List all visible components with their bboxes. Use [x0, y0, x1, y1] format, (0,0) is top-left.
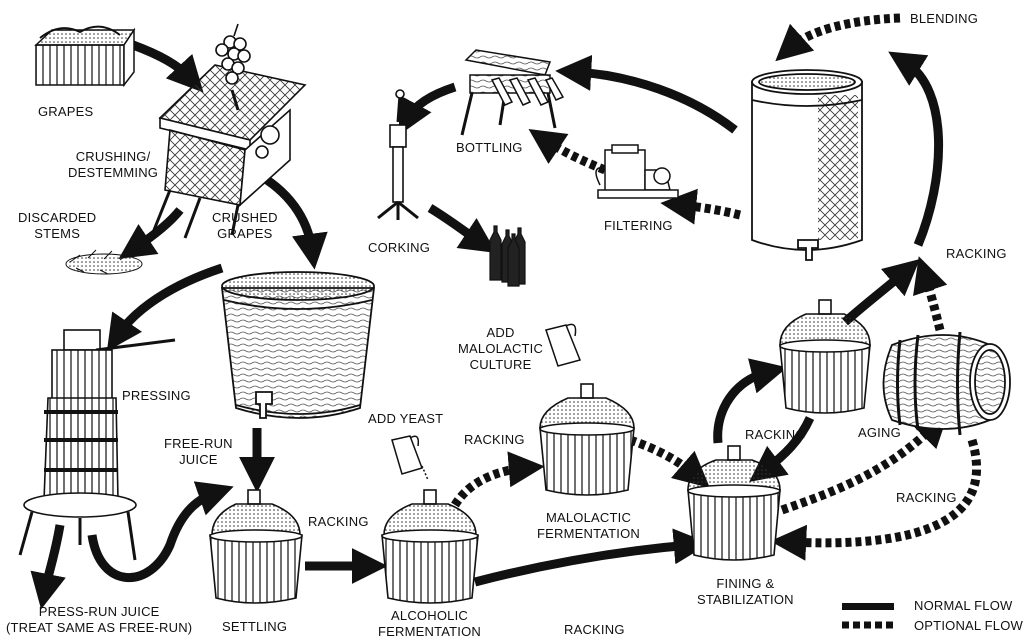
- arrow-bottling-to-corking: [398, 82, 457, 136]
- bottling-machine-illustration: [460, 49, 565, 136]
- label-crushing-destemming: CRUSHING/ DESTEMMING: [68, 149, 159, 180]
- label-blending: BLENDING: [910, 11, 979, 26]
- legend-optional-flow-label: OPTIONAL FLOW: [914, 618, 1024, 633]
- arrow-press-run: [87, 481, 234, 583]
- settling-carboy: [209, 489, 303, 604]
- arrow-carboy-to-fining: [749, 416, 815, 482]
- arrow-press-down: [30, 524, 66, 610]
- label-bottling: BOTTLING: [456, 140, 523, 155]
- legend-normal-flow-line: [842, 603, 894, 610]
- label-grapes: GRAPES: [38, 104, 94, 119]
- crusher-destemmer-illustration: [148, 23, 307, 241]
- label-racking-3: RACKING: [564, 622, 625, 637]
- arrow-barrel-to-tank: [913, 256, 948, 332]
- yeast-pitcher-icon: [391, 435, 429, 481]
- flow-arrows: [30, 40, 944, 610]
- arrow-fining-to-barrel: [780, 411, 950, 515]
- label-add-yeast: ADD YEAST: [368, 411, 444, 426]
- grape-bunch-icon: [215, 23, 251, 85]
- arrow-grapes-to-crusher: [131, 40, 204, 93]
- label-racking-2: RACKING: [464, 432, 525, 447]
- bottle-nozzles: [490, 77, 565, 106]
- arrow-tub-to-press: [106, 263, 224, 352]
- arrow-tank-to-filter: [660, 188, 742, 225]
- label-aging: AGING: [858, 425, 901, 440]
- label-alcoholic-fermentation: ALCOHOLIC FERMENTATION: [378, 608, 482, 639]
- arrow-carboy-to-tank: [842, 259, 920, 326]
- label-malolactic-fermentation: MALOLACTIC FERMENTATION: [537, 510, 641, 541]
- tank-spigot-icon: [797, 239, 819, 261]
- wine-bottles-icon: [489, 225, 526, 287]
- arrow-fining-to-carboy: [713, 358, 788, 444]
- label-filtering: FILTERING: [604, 218, 673, 233]
- label-add-malolactic-culture: ADD MALOLACTIC CULTURE: [458, 325, 544, 372]
- label-discarded-stems: DISCARDED STEMS: [18, 210, 97, 241]
- arrow-tank-to-bottling: [555, 54, 738, 134]
- malolactic-culture-pitcher-icon: [545, 323, 582, 367]
- crushed-grape-tub: [220, 271, 376, 419]
- legend-normal-flow-label: NORMAL FLOW: [914, 598, 1013, 613]
- fining-stabilization-carboy: [687, 445, 781, 561]
- malolactic-fermentation-carboy: [539, 383, 635, 496]
- wine-press-illustration: [18, 329, 176, 561]
- alcoholic-fermentation-carboy: [381, 489, 479, 604]
- label-racking-5: RACKING: [896, 490, 957, 505]
- arrow-blending: [775, 13, 901, 62]
- arrow-barrel-to-fining: [770, 438, 982, 561]
- arrow-crusher-to-stems: [118, 207, 184, 259]
- grape-crate-illustration: [34, 25, 136, 88]
- label-racking-6: RACKING: [946, 246, 1007, 261]
- arrow-malolactic-to-fining: [628, 435, 710, 488]
- arrow-tank-up: [888, 51, 944, 247]
- discarded-stems-pile: [65, 249, 143, 275]
- storage-tank-illustration: [751, 69, 863, 261]
- oak-barrel-illustration: [882, 331, 1011, 436]
- label-crushed-grapes: CRUSHED GRAPES: [212, 210, 278, 241]
- arrow-alcoholic-to-fining: [473, 528, 710, 587]
- corker-illustration: [377, 89, 419, 220]
- arrow-alcoholic-to-malolactic: [451, 451, 545, 508]
- filter-machine-illustration: [595, 144, 679, 199]
- label-racking-4: RACKING: [745, 427, 806, 442]
- label-corking: CORKING: [368, 240, 431, 255]
- label-pressing: PRESSING: [122, 388, 191, 403]
- label-free-run-juice: FREE-RUN JUICE: [164, 436, 233, 467]
- optional-flow-arrows: [451, 13, 982, 561]
- label-settling: SETTLING: [222, 619, 288, 634]
- tub-spigot-icon: [255, 391, 273, 419]
- label-press-run-juice: PRESS-RUN JUICE (TREAT SAME AS FREE-RUN): [6, 604, 193, 635]
- label-racking-1: RACKING: [308, 514, 369, 529]
- legend: [842, 603, 894, 629]
- arrow-corking-to-bottles: [427, 204, 497, 253]
- label-fining-stabilization: FINING & STABILIZATION: [697, 576, 794, 607]
- aging-carboy: [779, 299, 871, 414]
- arrow-filter-to-bottling: [528, 129, 607, 175]
